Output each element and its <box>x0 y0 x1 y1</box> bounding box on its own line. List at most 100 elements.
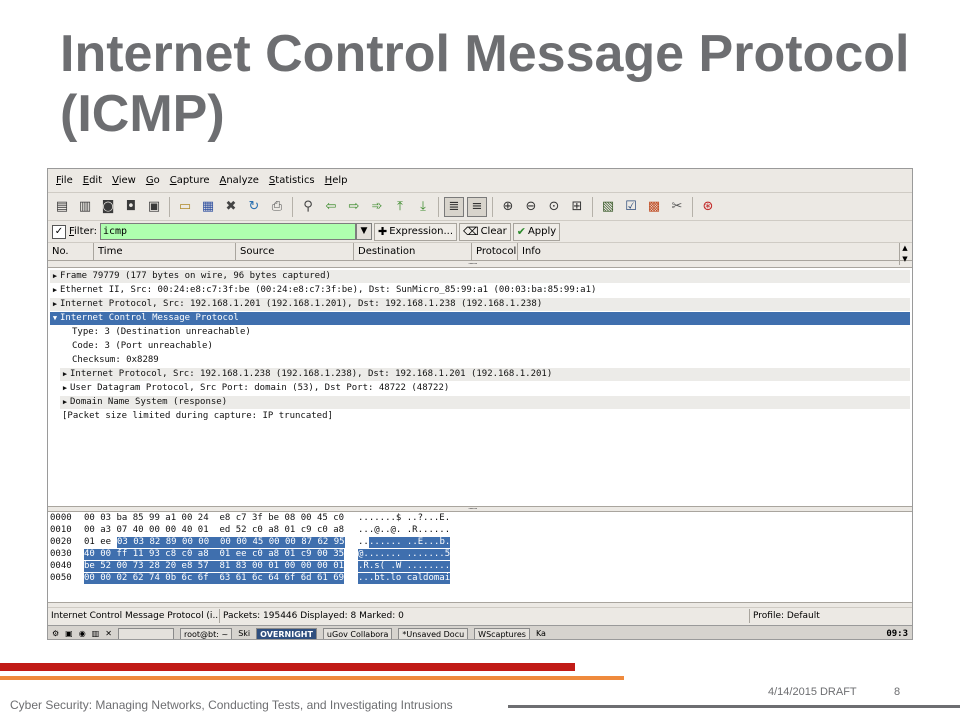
expand-arrow-icon[interactable]: ▶ <box>62 398 68 406</box>
taskbar-window[interactable]: *Unsaved Docu <box>398 627 469 639</box>
column-info[interactable]: Info <box>522 246 541 257</box>
go-forward-icon[interactable]: ⇨ <box>348 198 360 214</box>
packet-list-scrollbar[interactable]: ▲ ▼ <box>899 243 910 265</box>
column-source[interactable]: Source <box>236 243 354 260</box>
menu-edit[interactable]: Edit <box>82 175 103 186</box>
go-back-icon[interactable]: ⇦ <box>325 198 337 214</box>
interfaces-icon[interactable]: ▤ <box>55 198 69 214</box>
preferences-icon[interactable]: ✂ <box>671 198 683 214</box>
hex-offset: 0020 <box>50 537 72 547</box>
hex-ascii[interactable]: .......$ ..?...E. <box>358 513 451 523</box>
pane-splitter[interactable]: ······· <box>468 505 478 513</box>
menu-help[interactable]: Help <box>324 175 348 186</box>
auto-scroll-icon[interactable]: ≡ <box>467 196 487 217</box>
launcher-icon[interactable]: ⚙ <box>52 628 60 638</box>
column-no[interactable]: No. <box>48 243 94 260</box>
terminal-icon[interactable]: ▣ <box>65 628 73 638</box>
hex-ascii-highlighted[interactable]: ...bt.lo caldomai <box>358 573 451 584</box>
capture-filters-icon[interactable]: ▧ <box>601 198 615 214</box>
start-capture-icon[interactable]: ◙ <box>101 198 115 214</box>
apply-button[interactable]: ✔Apply <box>512 222 561 241</box>
hex-ascii[interactable]: ...@..@. .R...... <box>358 525 451 535</box>
expand-arrow-icon[interactable]: ▶ <box>62 370 68 378</box>
column-time[interactable]: Time <box>94 243 236 260</box>
scroll-up-icon[interactable]: ▲ <box>902 244 908 252</box>
restart-capture-icon[interactable]: ▣ <box>147 198 161 214</box>
menu-view[interactable]: View <box>112 175 136 186</box>
browser-icon[interactable]: ◉ <box>78 628 86 638</box>
zoom-out-icon[interactable]: ⊖ <box>525 198 537 214</box>
first-packet-icon[interactable]: ⤒ <box>397 198 403 214</box>
menu-capture[interactable]: Capture <box>169 175 210 186</box>
hex-bytes-highlighted[interactable]: 00 00 02 62 74 0b 6c 6f 63 61 6c 64 6f 6… <box>84 573 345 584</box>
filter-dropdown-icon[interactable]: ▼ <box>355 223 372 240</box>
hex-bytes[interactable]: 00 03 ba 85 99 a1 00 24 e8 c7 3f be 08 0… <box>84 513 345 523</box>
menu-go[interactable]: Go <box>145 175 160 186</box>
reload-icon[interactable]: ↻ <box>248 198 260 214</box>
menu-statistics[interactable]: Statistics <box>268 175 315 186</box>
hex-bytes-highlighted[interactable]: 03 03 82 89 00 00 00 00 45 00 00 87 62 9… <box>117 537 345 548</box>
taskbar-window[interactable]: Ski <box>238 628 251 638</box>
close-file-icon[interactable]: ✖ <box>225 198 237 214</box>
tree-row-ip[interactable]: ▶Internet Protocol, Src: 192.168.1.201 (… <box>50 298 910 311</box>
coloring-rules-icon[interactable]: ▩ <box>647 198 661 214</box>
resize-columns-icon[interactable]: ⊞ <box>571 198 583 214</box>
print-icon[interactable]: ⎙ <box>271 198 283 214</box>
hex-bytes[interactable]: 00 a3 07 40 00 00 40 01 ed 52 c0 a8 01 c… <box>84 525 345 535</box>
hex-ascii-highlighted[interactable]: .R.s( .W ........ <box>358 561 451 572</box>
hex-ascii[interactable]: .. <box>358 537 369 547</box>
last-packet-icon[interactable]: ⤓ <box>420 198 426 214</box>
hex-bytes-highlighted[interactable]: 40 00 ff 11 93 c8 c0 a8 01 ee c0 a8 01 c… <box>84 549 345 560</box>
column-destination[interactable]: Destination <box>354 243 472 260</box>
hex-ascii-highlighted[interactable]: ...... ..E...b. <box>369 537 451 548</box>
expression-button[interactable]: ✚Expression... <box>373 222 458 241</box>
hex-bytes[interactable]: 01 ee <box>84 537 117 547</box>
go-to-packet-icon[interactable]: ➾ <box>371 198 383 214</box>
status-profile[interactable]: Profile: Default <box>753 610 820 621</box>
tree-row-ethernet[interactable]: ▶Ethernet II, Src: 00:24:e8:c7:3f:be (00… <box>50 284 910 297</box>
tree-row-truncated[interactable]: [Packet size limited during capture: IP … <box>62 411 333 421</box>
colorize-icon[interactable]: ≣ <box>444 196 464 217</box>
tree-row-icmp-type[interactable]: Type: 3 (Destination unreachable) <box>72 327 251 337</box>
tree-row-inner-udp[interactable]: ▶User Datagram Protocol, Src Port: domai… <box>60 382 910 395</box>
expand-arrow-icon[interactable]: ▶ <box>52 300 58 308</box>
pane-splitter[interactable]: ······· <box>468 260 478 268</box>
display-filters-icon[interactable]: ☑ <box>625 198 637 214</box>
taskbar-window-active[interactable]: OVERNIGHT <box>256 627 317 639</box>
tree-row-inner-ip[interactable]: ▶Internet Protocol, Src: 192.168.1.238 (… <box>60 368 910 381</box>
clear-button[interactable]: ⌫Clear <box>459 222 511 241</box>
menu-analyze[interactable]: Analyze <box>219 175 259 186</box>
tree-row-icmp-code[interactable]: Code: 3 (Port unreachable) <box>72 341 213 351</box>
tools-icon[interactable]: ✕ <box>105 628 112 638</box>
scroll-down-icon[interactable]: ▼ <box>902 255 908 263</box>
expand-arrow-icon[interactable]: ▶ <box>62 384 68 392</box>
taskbar-window[interactable]: root@bt: ~ <box>179 627 233 639</box>
tree-row-icmp-selected[interactable]: ▼Internet Control Message Protocol <box>50 312 910 325</box>
hex-bytes-highlighted[interactable]: be 52 00 73 28 20 e8 57 81 83 00 01 00 0… <box>84 561 345 572</box>
taskbar-window[interactable]: WScaptures <box>474 627 530 639</box>
collapse-arrow-icon[interactable]: ▼ <box>52 314 58 322</box>
menu-file[interactable]: File <box>56 175 73 186</box>
files-icon[interactable]: ▥ <box>91 628 100 638</box>
help-icon[interactable]: ⊛ <box>702 198 714 214</box>
filter-bookmark-icon[interactable]: ✓ <box>52 224 66 239</box>
taskbar-window[interactable]: uGov Collabora <box>322 627 393 639</box>
tree-row-icmp-checksum[interactable]: Checksum: 0x8289 <box>72 355 159 365</box>
normal-size-icon[interactable]: ⊙ <box>548 198 560 214</box>
tree-row-inner-dns[interactable]: ▶Domain Name System (response) <box>60 396 910 409</box>
filter-input[interactable]: icmp <box>99 223 356 240</box>
open-file-icon[interactable]: ▭ <box>178 198 192 214</box>
expand-arrow-icon[interactable]: ▶ <box>52 272 58 280</box>
hex-ascii-highlighted[interactable]: @....... .......5 <box>358 549 451 560</box>
expand-arrow-icon[interactable]: ▶ <box>52 286 58 294</box>
zoom-in-icon[interactable]: ⊕ <box>502 198 514 214</box>
taskbar-window[interactable]: Ka <box>535 628 546 638</box>
column-protocol[interactable]: Protocol <box>472 243 518 260</box>
save-file-icon[interactable]: ▦ <box>201 198 215 214</box>
capture-options-icon[interactable]: ▥ <box>78 198 92 214</box>
stop-capture-icon[interactable]: ◘ <box>125 198 137 214</box>
taskbar-blank-field[interactable] <box>117 627 174 639</box>
tree-row-frame[interactable]: ▶Frame 79779 (177 bytes on wire, 96 byte… <box>50 270 910 283</box>
find-packet-icon[interactable]: ⚲ <box>303 198 313 214</box>
menu-bar: File Edit View Go Capture Analyze Statis… <box>48 169 912 193</box>
